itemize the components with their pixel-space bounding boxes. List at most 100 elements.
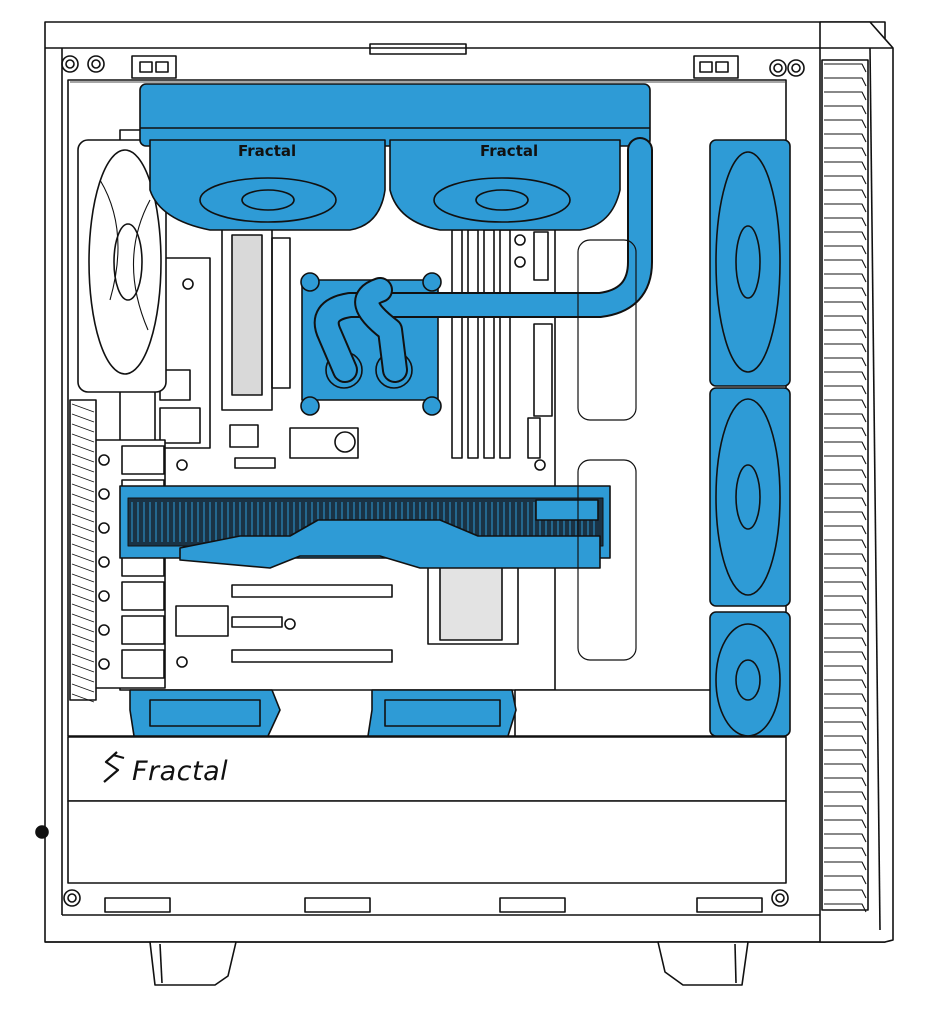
mesh-line [71, 473, 95, 483]
vent-slat [824, 539, 867, 549]
vent-slat [824, 259, 867, 269]
top-fan-2: Fractal [389, 139, 621, 231]
psu-shroud [67, 689, 787, 884]
vent-slat [824, 581, 867, 591]
vent-slat [824, 819, 867, 829]
vent-slat [824, 413, 867, 423]
vent-slat [824, 63, 867, 73]
bottom-tabs [104, 897, 763, 913]
mesh-line [71, 503, 95, 513]
mesh-line [71, 433, 95, 443]
vent-slat [824, 147, 867, 157]
mesh-line [71, 633, 95, 643]
vent-slat [824, 749, 867, 759]
vent-slat [824, 483, 867, 493]
vent-slat [824, 623, 867, 633]
pci-screw [98, 590, 110, 602]
mesh-line [71, 603, 95, 613]
case-feet [149, 941, 749, 986]
vent-slat [824, 357, 867, 367]
mesh-line [71, 613, 95, 623]
vent-slat [824, 847, 867, 857]
atx-power-connector [533, 323, 553, 417]
vent-slat [824, 203, 867, 213]
vent-slat [824, 665, 867, 675]
vent-slat [824, 119, 867, 129]
mesh-line [71, 563, 95, 573]
vent-slat [824, 567, 867, 577]
vent-slat [824, 707, 867, 717]
vent-slat [824, 511, 867, 521]
vent-slat [824, 469, 867, 479]
front-fan-2 [709, 387, 791, 607]
fractal-f-logo [103, 751, 125, 783]
mesh-line [71, 693, 95, 703]
vent-slat [824, 301, 867, 311]
mesh-line [71, 463, 95, 473]
vent-slat [824, 777, 867, 787]
pci-slot-cover [121, 649, 165, 679]
m2-slot [175, 605, 229, 637]
mesh-line [71, 683, 95, 693]
vent-slat [824, 287, 867, 297]
vent-slat [824, 175, 867, 185]
pci-screw [98, 488, 110, 500]
vent-slat [824, 833, 867, 843]
mesh-line [71, 663, 95, 673]
vent-slat [824, 217, 867, 227]
mesh-line [71, 513, 95, 523]
side-panel-screws [35, 55, 805, 907]
vent-slat [824, 903, 867, 913]
pci-screw [98, 658, 110, 670]
vent-slat [824, 189, 867, 199]
vent-slat [824, 77, 867, 87]
fan-logo-text: Fractal [480, 142, 538, 160]
vent-slat [824, 91, 867, 101]
vent-slat [824, 329, 867, 339]
vent-slat [824, 805, 867, 815]
vent-slat [824, 315, 867, 325]
rear-exhaust-fan [77, 139, 167, 393]
front-panel [819, 21, 894, 943]
vent-slat [824, 343, 867, 353]
mesh-line [71, 413, 95, 423]
pci-slot-cover [121, 615, 165, 645]
mesh-line [71, 533, 95, 543]
mesh-line [71, 653, 95, 663]
coolant-tubes [313, 137, 653, 383]
top-radiator [139, 83, 651, 147]
top-fan-1: Fractal [149, 139, 386, 231]
vent-slat [824, 875, 867, 885]
vent-slat [824, 245, 867, 255]
vent-slat [824, 105, 867, 115]
vent-slat [824, 385, 867, 395]
pci-screw [98, 522, 110, 534]
mesh-line [71, 643, 95, 653]
vent-slat [824, 399, 867, 409]
vent-slat [824, 455, 867, 465]
vent-slat [824, 161, 867, 171]
bottom-fan-1 [129, 689, 281, 737]
mesh-line [71, 493, 95, 503]
vent-slat [824, 763, 867, 773]
vent-slat [824, 371, 867, 381]
mesh-line [71, 483, 95, 493]
mesh-line [71, 623, 95, 633]
mesh-line [71, 553, 95, 563]
mesh-line [71, 423, 95, 433]
pci-slot-cover [121, 445, 165, 475]
fan-header-strip [533, 231, 549, 281]
vent-slat [824, 735, 867, 745]
mesh-line [71, 403, 95, 413]
vent-slat [824, 721, 867, 731]
vent-slat [824, 273, 867, 283]
vent-slat [824, 861, 867, 871]
fan-logo-text: Fractal [238, 142, 296, 160]
vrm-heatsink [221, 224, 291, 411]
vent-slat [824, 441, 867, 451]
front-fan-1 [709, 139, 791, 387]
vent-slat [824, 889, 867, 899]
chipset-heatsink [439, 559, 503, 641]
vent-slat [824, 651, 867, 661]
